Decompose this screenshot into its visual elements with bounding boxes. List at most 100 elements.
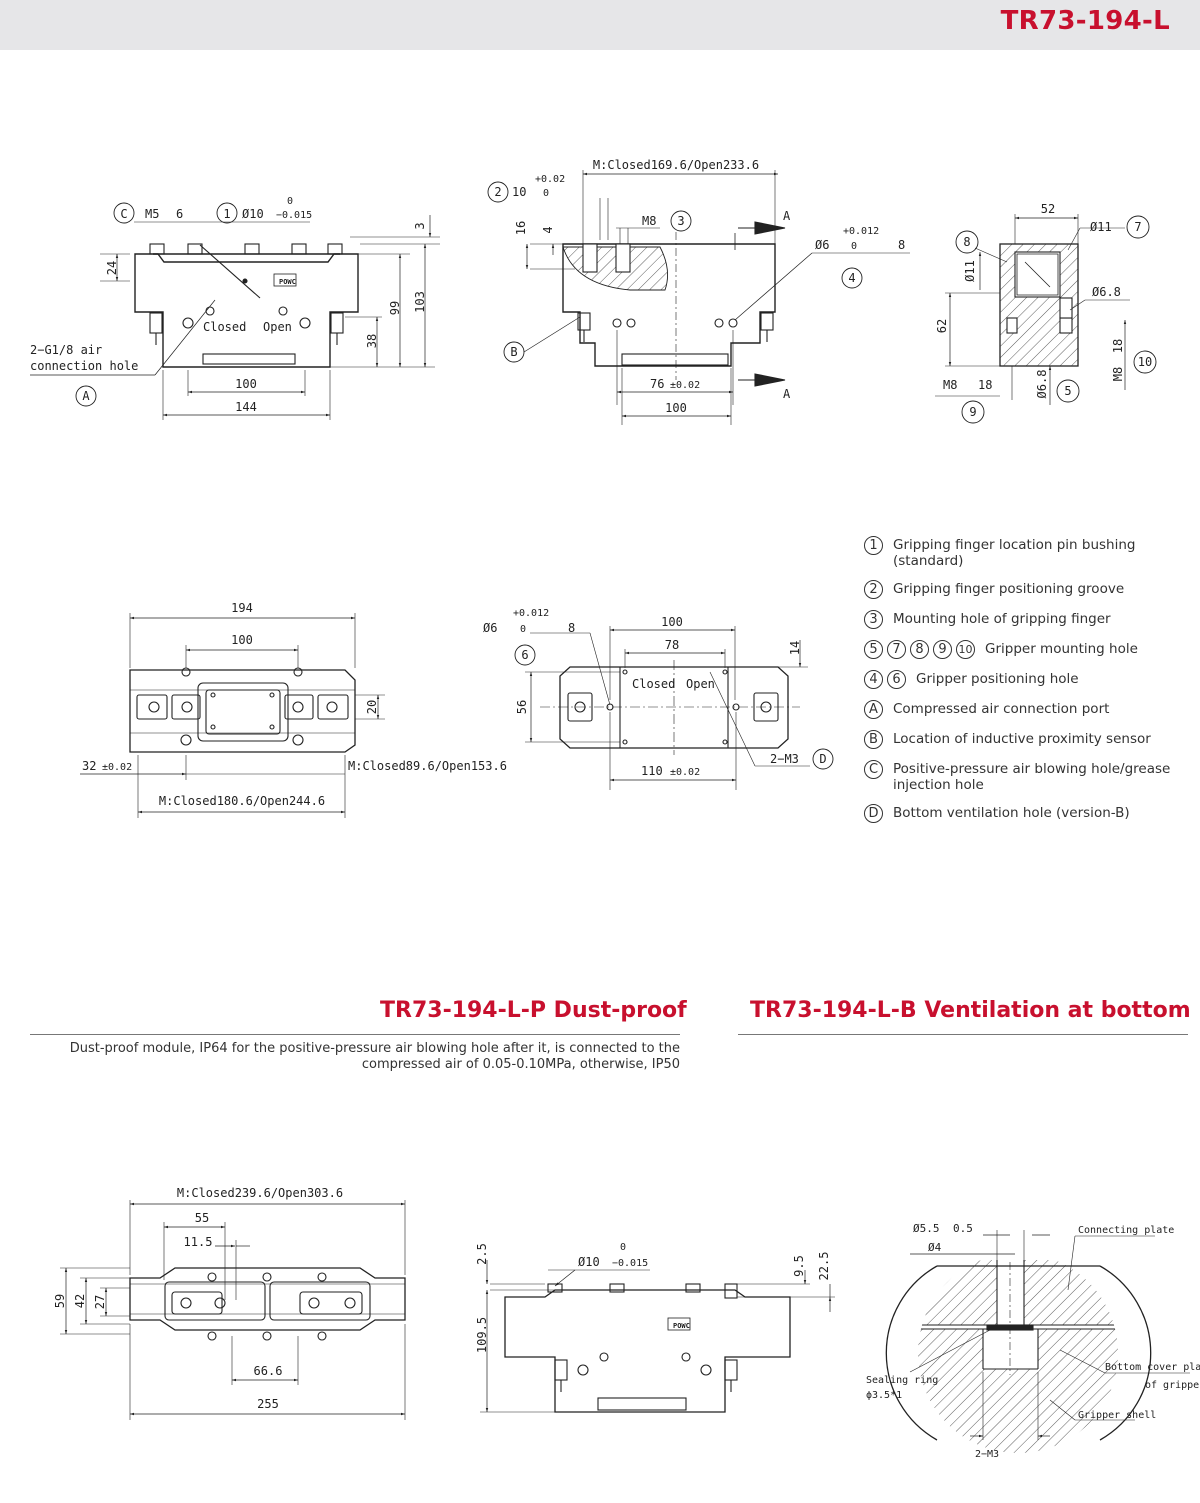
legend-mark-circle: 9 (933, 640, 952, 659)
dim-110: 110 (641, 764, 663, 778)
header-bar (0, 0, 1200, 50)
logo-dust: POWC (673, 1322, 690, 1330)
vent-detail-view (885, 1230, 1190, 1453)
legend-item: B Location of inductive proximity sensor (864, 730, 1194, 749)
m8-section: M8 (943, 378, 957, 392)
groove-dim: 10 (512, 185, 526, 199)
ventilation-title: TR73-194-L-B Ventilation at bottom (750, 998, 1191, 1023)
bottom-cover-label-2: of gripper (1145, 1380, 1200, 1391)
dim-144-front: 144 (235, 400, 257, 414)
legend-mark-circle: 4 (864, 670, 883, 689)
m8-v: M8 (1111, 367, 1125, 381)
dim-16: 16 (514, 221, 528, 235)
pos-tol-low-bottom: 0 (520, 624, 526, 635)
legend-text: Bottom ventilation hole (version-B) (893, 805, 1130, 821)
top-view (80, 613, 385, 818)
m8-side: M8 (642, 214, 656, 228)
logo-front: POWC (279, 278, 296, 286)
legend-marks: C (864, 760, 887, 779)
dim-100-front: 100 (235, 377, 257, 391)
dim-38: 38 (365, 334, 379, 348)
label-c-front: C (120, 207, 127, 221)
label-9: 9 (969, 405, 976, 419)
legend-item: C Positive-pressure air blowing hole/grea… (864, 760, 1194, 793)
legend-mark-circle: 6 (887, 670, 906, 689)
legend-mark-circle: C (864, 760, 883, 779)
dim-103: 103 (413, 291, 427, 313)
dim-11-v: Ø11 (963, 260, 977, 282)
legend-text: Positive-pressure air blowing hole/greas… (893, 761, 1171, 793)
dim-110-tol: ±0.02 (670, 767, 700, 778)
label-b-side: B (510, 345, 517, 359)
dim-52: 52 (1041, 202, 1055, 216)
dim-255: 255 (257, 1397, 279, 1411)
pos-dim-bottom: Ø6 (483, 621, 497, 635)
legend-mark-circle: A (864, 700, 883, 719)
dim-100-bottom: 100 (661, 615, 683, 629)
section-a-bottom: A (783, 387, 791, 401)
section-a-top: A (783, 209, 791, 223)
depth-18: 18 (978, 378, 992, 392)
dim-4: 4 (541, 226, 555, 233)
bottom-view (514, 626, 834, 790)
pin-dim-dust: Ø10 (578, 1255, 600, 1269)
dim-109-5: 109.5 (475, 1317, 489, 1353)
dim-78: 78 (665, 638, 679, 652)
m3-bottom: 2−M3 (770, 752, 799, 766)
legend-mark-circle: 7 (887, 640, 906, 659)
legend-mark-circle: 5 (864, 640, 883, 659)
dim-62: 62 (935, 319, 949, 333)
dim-22-5: 22.5 (817, 1252, 831, 1281)
pin-tol-up-dust: 0 (620, 1242, 626, 1253)
dim-68-v: Ø6.8 (1035, 370, 1049, 399)
dim-100-side: 100 (665, 401, 687, 415)
legend-mark-circle: D (864, 804, 883, 823)
dim-11-h: Ø11 (1090, 220, 1112, 234)
sealing-ring-size: ϕ3.5*1 (866, 1390, 902, 1401)
dim-55: 55 (195, 1211, 209, 1225)
pos-tol-low-side: 0 (851, 241, 857, 252)
stroke-side: M:Closed169.6/Open233.6 (593, 158, 759, 172)
legend-marks: B (864, 730, 887, 749)
legend-mark-circle: 8 (910, 640, 929, 659)
legend-text: Location of inductive proximity sensor (893, 731, 1151, 747)
dust-proof-description: Dust-proof module, IP64 for the positive… (69, 1041, 680, 1072)
vent-hole-dim: Ø5.5 (913, 1222, 940, 1235)
dim-99: 99 (388, 301, 402, 315)
legend-mark-circle: 2 (864, 580, 883, 599)
air-note-line1: 2−G1/8 air (30, 343, 102, 357)
legend-marks: 3 (864, 610, 887, 629)
dim-66-6: 66.6 (254, 1364, 283, 1378)
dim-32: 32 (82, 759, 96, 773)
vent-d4: Ø4 (928, 1241, 942, 1254)
stroke-dust: M:Closed239.6/Open303.6 (177, 1186, 343, 1200)
dust-front-view (480, 1260, 835, 1413)
dim-14: 14 (788, 641, 802, 655)
legend-marks: D (864, 804, 887, 823)
legend-mark-circle: 1 (864, 536, 883, 555)
bottom-cover-label-1: Bottom cover plate (1105, 1362, 1200, 1373)
open-label-front: Open (263, 320, 292, 334)
pin-tol-up: 0 (287, 196, 293, 207)
open-label-bottom: Open (686, 677, 715, 691)
label-a-front: A (82, 389, 90, 403)
label-4-side: 4 (848, 271, 855, 285)
pos-tol-up-side: +0.012 (843, 226, 879, 237)
dust-top-view (60, 1200, 406, 1420)
label-d: D (819, 752, 826, 766)
c-depth: 6 (176, 207, 183, 221)
label-5: 5 (1064, 384, 1071, 398)
pos-depth-side: 8 (898, 238, 905, 252)
label-6: 6 (521, 648, 528, 662)
ventilation-divider (738, 1034, 1188, 1035)
dim-56: 56 (515, 700, 529, 714)
legend-marks: 2 (864, 580, 887, 599)
closed-label-bottom: Closed (632, 677, 675, 691)
